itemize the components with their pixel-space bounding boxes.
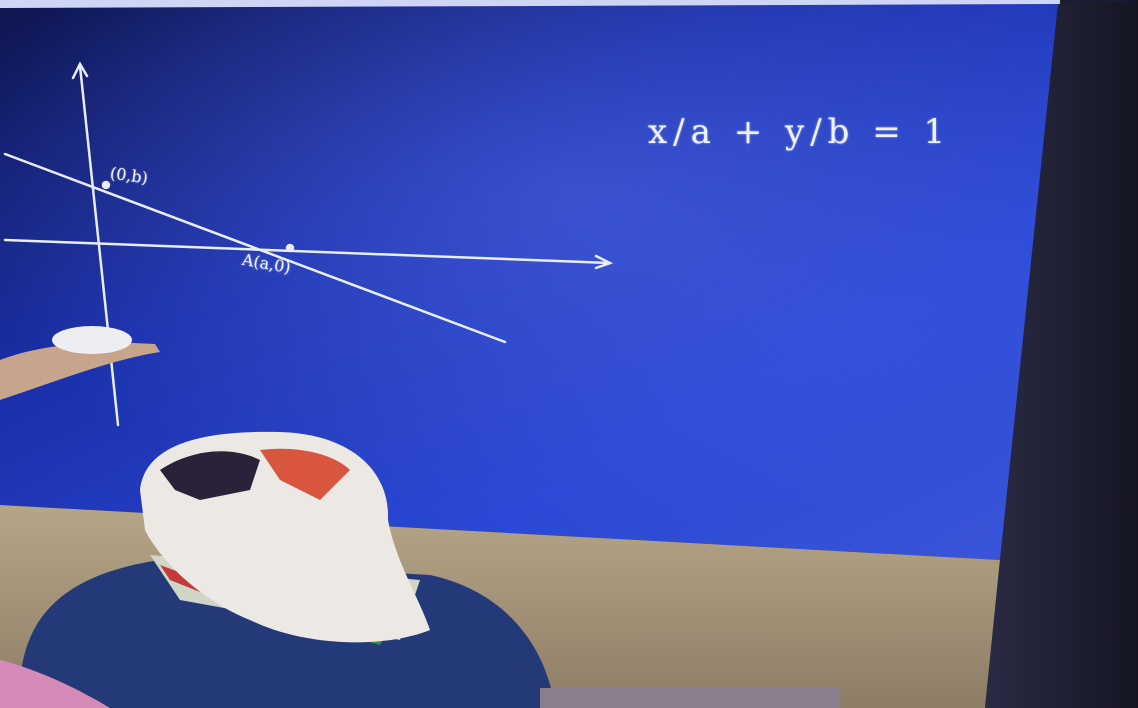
desk-edge: [0, 660, 110, 708]
y-axis: [78, 64, 120, 427]
head-covering-pattern: [160, 451, 260, 500]
desk-bottom: [540, 688, 840, 708]
top-edge: [0, 0, 1060, 8]
x-axis-arrow: [594, 254, 614, 270]
monitor-frame-right: [985, 0, 1138, 708]
head-covering-pattern-red: [260, 448, 350, 500]
student-sweater: [19, 560, 556, 708]
x-axis: [3, 238, 612, 265]
teacher-arm: [0, 342, 160, 400]
y-axis-arrow: [71, 61, 89, 80]
equation-text: x/a + y/b = 1: [648, 112, 952, 152]
intercept-line: [3, 152, 507, 344]
point-b: [101, 180, 111, 190]
chalk-duster: [52, 326, 132, 354]
board-glare: [0, 4, 1058, 560]
point-a: [285, 243, 295, 253]
chalk-graph: [3, 61, 614, 427]
